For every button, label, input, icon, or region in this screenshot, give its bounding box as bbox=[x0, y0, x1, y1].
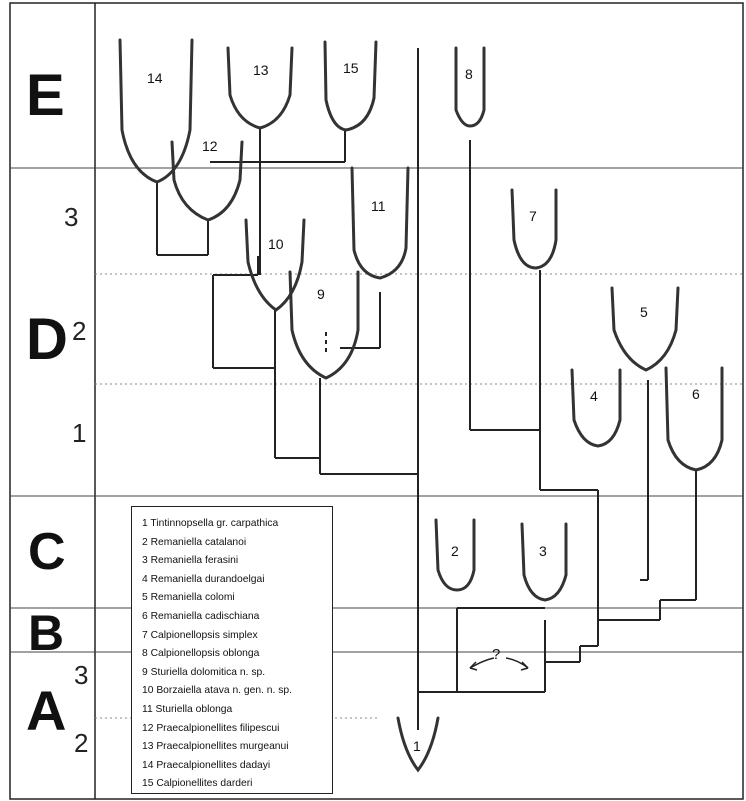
subzone-label-a3: 3 bbox=[74, 660, 88, 691]
taxon-number-3: 3 bbox=[539, 543, 547, 559]
lorica-3 bbox=[522, 524, 566, 600]
legend-item: 9 Sturiella dolomitica n. sp. bbox=[142, 664, 326, 683]
legend-item: 1 Tintinnopsella gr. carpathica bbox=[142, 515, 326, 534]
outer-frame bbox=[10, 3, 743, 799]
lorica-10 bbox=[246, 220, 304, 310]
taxon-number-15: 15 bbox=[343, 60, 359, 76]
legend-item: 8 Calpionellopsis oblonga bbox=[142, 645, 326, 664]
taxon-number-14: 14 bbox=[147, 70, 163, 86]
taxon-number-1: 1 bbox=[413, 738, 421, 754]
taxon-number-12: 12 bbox=[202, 138, 218, 154]
legend-item: 4 Remaniella durandoelgai bbox=[142, 571, 326, 590]
legend-item: 15 Calpionellites darderi bbox=[142, 775, 326, 794]
taxon-number-6: 6 bbox=[692, 386, 700, 402]
taxon-number-4: 4 bbox=[590, 388, 598, 404]
legend-item: 3 Remaniella ferasini bbox=[142, 552, 326, 571]
subzone-label-1: 1 bbox=[72, 418, 86, 449]
zone-label-E: E bbox=[26, 62, 65, 129]
taxon-number-2: 2 bbox=[451, 543, 459, 559]
taxon-number-7: 7 bbox=[529, 208, 537, 224]
lorica-8 bbox=[456, 48, 484, 126]
legend-item: 11 Sturiella oblonga bbox=[142, 701, 326, 720]
legend-item: 14 Praecalpionellites dadayi bbox=[142, 757, 326, 776]
zone-label-D: D bbox=[26, 306, 68, 373]
lorica-11 bbox=[352, 168, 408, 278]
zone-label-A: A bbox=[26, 678, 66, 743]
lorica-5 bbox=[612, 288, 678, 370]
lorica-6 bbox=[666, 368, 722, 470]
species-legend: 1 Tintinnopsella gr. carpathica 2 Remani… bbox=[131, 506, 333, 794]
legend-item: 2 Remaniella catalanoi bbox=[142, 534, 326, 553]
legend-item: 7 Calpionellopsis simplex bbox=[142, 627, 326, 646]
subzone-label-3: 3 bbox=[64, 202, 78, 233]
lorica-7 bbox=[512, 190, 556, 268]
taxon-number-8: 8 bbox=[465, 66, 473, 82]
lorica-14 bbox=[120, 40, 192, 182]
uncertain-question-mark: ? bbox=[492, 646, 500, 663]
legend-item: 6 Remaniella cadischiana bbox=[142, 608, 326, 627]
lorica-4 bbox=[572, 370, 620, 446]
taxon-number-11: 11 bbox=[371, 198, 386, 214]
taxon-number-10: 10 bbox=[268, 236, 284, 252]
zone-label-B: B bbox=[28, 604, 64, 662]
lorica-15 bbox=[325, 42, 376, 130]
subzone-label-2: 2 bbox=[72, 316, 86, 347]
legend-item: 12 Praecalpionellites filipescui bbox=[142, 720, 326, 739]
legend-item: 5 Remaniella colomi bbox=[142, 589, 326, 608]
legend-item: 10 Borzaiella atava n. gen. n. sp. bbox=[142, 682, 326, 701]
zone-label-C: C bbox=[28, 522, 66, 582]
subzone-label-a2: 2 bbox=[74, 728, 88, 759]
legend-item: 13 Praecalpionellites murgeanui bbox=[142, 738, 326, 757]
lorica-13 bbox=[228, 48, 292, 128]
taxon-number-5: 5 bbox=[640, 304, 648, 320]
taxon-number-9: 9 bbox=[317, 286, 325, 302]
taxon-number-13: 13 bbox=[253, 62, 269, 78]
